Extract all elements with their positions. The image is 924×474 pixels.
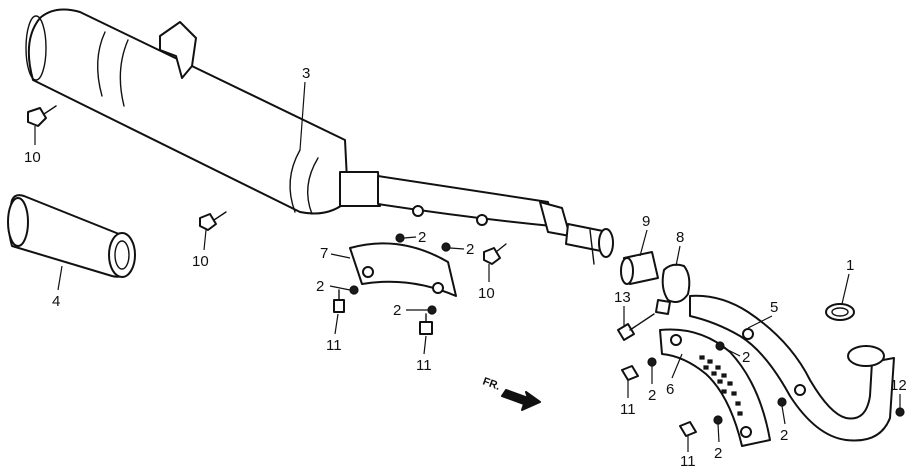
heat-guard-upper	[349, 242, 457, 297]
callout-numbers: 3 4 10 10 10 7 2 2 2 2 11 11 9 8 13 5 1 …	[24, 65, 907, 470]
callout-bolt-guard-right: 11	[416, 357, 432, 374]
guard-vent-holes	[699, 355, 743, 416]
callout-nut-f: 2	[648, 387, 656, 404]
nuts-lower	[647, 341, 905, 425]
bolt-11-lower-b	[679, 421, 697, 437]
callout-gasket-port: 1	[846, 257, 854, 274]
callout-silencer-tube: 4	[52, 293, 60, 310]
clamp-bolt	[617, 313, 655, 341]
callout-bolt-center: 10	[478, 285, 495, 302]
gasket-joint	[620, 251, 659, 285]
callout-bolt-lower-b: 11	[680, 453, 696, 470]
callout-clamp-bolt: 13	[614, 289, 631, 306]
callout-bolt-mid-left: 10	[192, 253, 209, 270]
nuts-upper	[349, 233, 451, 315]
bolt-10-upper-left	[27, 105, 57, 127]
leader-lines	[34, 81, 901, 452]
callout-nut-e: 2	[742, 349, 750, 366]
callout-muffler: 3	[302, 65, 310, 82]
callout-nut-g: 2	[714, 445, 722, 462]
heat-guard-lower	[659, 328, 771, 447]
callout-heat-guard-upper: 7	[320, 245, 328, 262]
bolt-11-right	[419, 313, 433, 335]
exhaust-pipe	[689, 294, 895, 442]
callout-nut-port: 12	[890, 377, 907, 394]
callout-nut-h: 2	[780, 427, 788, 444]
bolt-10-center	[483, 243, 507, 265]
silencer-tube	[7, 194, 136, 278]
callout-heat-guard-lower: 6	[666, 381, 674, 398]
callout-nut-c: 2	[316, 278, 324, 295]
direction-label: FR.	[481, 376, 502, 393]
callout-nut-a: 2	[418, 229, 426, 246]
callout-nut-b: 2	[466, 241, 474, 258]
callout-bolt-upper-left: 10	[24, 149, 41, 166]
bolt-11-lower-a	[621, 365, 639, 381]
callout-exhaust-pipe: 5	[770, 299, 778, 316]
muffler	[25, 8, 614, 265]
callout-gasket-joint: 9	[642, 213, 650, 230]
callout-nut-d: 2	[393, 302, 401, 319]
forward-direction-arrow: FR.	[481, 376, 541, 411]
clamp	[655, 263, 691, 315]
callout-clamp: 8	[676, 229, 684, 246]
gasket-port	[825, 303, 855, 321]
callout-bolt-lower-a: 11	[620, 401, 636, 418]
bolt-10-mid-left	[199, 211, 227, 231]
callout-bolt-guard-left: 11	[326, 337, 342, 354]
bolt-11-left	[333, 289, 345, 313]
